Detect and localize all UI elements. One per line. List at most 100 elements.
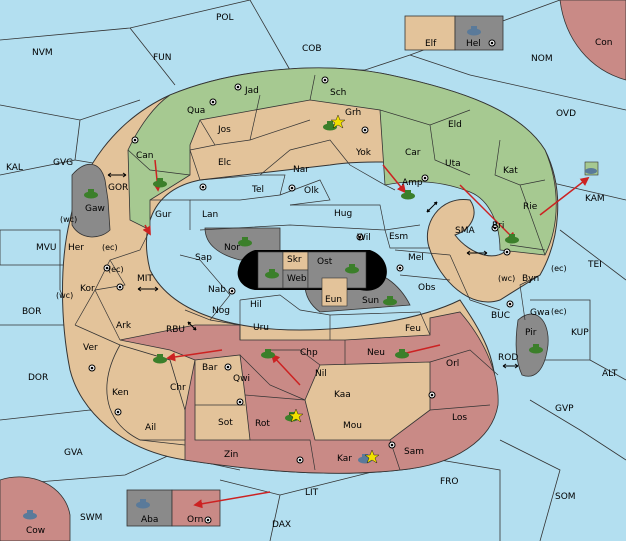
label-eun: Eun bbox=[325, 295, 342, 305]
label-kor: Kor bbox=[80, 284, 95, 294]
unit-nor bbox=[238, 237, 252, 247]
territory-cow[interactable] bbox=[0, 476, 71, 541]
label-ost: Ost bbox=[317, 257, 333, 267]
stars bbox=[288, 114, 380, 464]
label-obs: Obs bbox=[418, 283, 436, 293]
territory-aba[interactable] bbox=[126, 489, 173, 527]
label-los: Los bbox=[452, 413, 467, 423]
unit-web bbox=[265, 269, 279, 279]
label-qwi: Qwi bbox=[233, 374, 250, 384]
territory-sot-area[interactable] bbox=[194, 354, 251, 441]
label-gvg: GVG bbox=[53, 158, 73, 168]
label-nog: Nog bbox=[212, 306, 230, 316]
label-bri: Bri bbox=[492, 221, 504, 231]
label-hil: Hil bbox=[250, 300, 262, 310]
territory-elf[interactable] bbox=[404, 15, 456, 51]
label-feu: Feu bbox=[405, 324, 421, 334]
label-amp: Amp bbox=[402, 178, 423, 188]
unit-amp bbox=[401, 190, 415, 200]
label-uta: Uta bbox=[445, 159, 461, 169]
label-jos: Jos bbox=[217, 125, 231, 135]
label-tel: Tel bbox=[251, 185, 264, 195]
label-nil: Nil bbox=[315, 369, 327, 379]
coast-tag-7: (ec) bbox=[551, 307, 567, 316]
label-grh: Grh bbox=[345, 108, 361, 118]
label-rod: ROD bbox=[498, 353, 518, 363]
unit-bri bbox=[505, 234, 519, 244]
label-rie: Rie bbox=[523, 202, 538, 212]
label-kat: Kat bbox=[503, 166, 518, 176]
label-uru: Uru bbox=[253, 323, 269, 333]
label-nvm: NVM bbox=[32, 48, 53, 58]
territory-borders bbox=[74, 74, 546, 471]
label-gaw: Gaw bbox=[85, 204, 105, 214]
green-zone bbox=[127, 67, 557, 256]
label-gur: Gur bbox=[155, 210, 172, 220]
label-eld: Eld bbox=[448, 120, 462, 130]
unit-sun bbox=[383, 296, 397, 306]
unit-pir bbox=[529, 344, 543, 354]
label-hug: Hug bbox=[334, 209, 352, 219]
label-jad: Jad bbox=[244, 86, 259, 96]
label-ver: Ver bbox=[83, 343, 98, 353]
coast-tag-1: (wc) bbox=[60, 215, 77, 224]
unit-neu bbox=[395, 349, 409, 359]
label-nom: NOM bbox=[531, 54, 553, 64]
territory-ken-area[interactable] bbox=[106, 344, 186, 441]
label-chr: Chr bbox=[170, 383, 186, 393]
label-con: Con bbox=[595, 38, 613, 48]
label-olk: Olk bbox=[304, 186, 320, 196]
label-can: Can bbox=[136, 151, 154, 161]
order-arrows bbox=[142, 159, 590, 509]
unit-gur bbox=[153, 178, 167, 188]
coast-tag-5: (wc) bbox=[498, 274, 515, 283]
unit-grh bbox=[323, 121, 337, 131]
coast-tag-2: (ec) bbox=[102, 243, 118, 252]
label-orn: Orn bbox=[187, 515, 203, 525]
supply-centers bbox=[88, 39, 514, 524]
label-pol: POL bbox=[216, 13, 234, 23]
label-rbu: RBU bbox=[166, 325, 185, 335]
label-sma: SMA bbox=[455, 226, 475, 236]
label-tei: TEI bbox=[587, 260, 602, 270]
label-mou: Mou bbox=[343, 421, 362, 431]
label-hel: Hel bbox=[466, 39, 481, 49]
unit-hel bbox=[467, 26, 481, 36]
label-gor: GOR bbox=[108, 183, 128, 193]
unit-ost bbox=[345, 264, 359, 274]
unit-gaw bbox=[84, 189, 98, 199]
unit-chr bbox=[153, 354, 167, 364]
label-fro: FRO bbox=[440, 477, 459, 487]
label-cob: COB bbox=[302, 44, 322, 54]
label-mit: MIT bbox=[137, 274, 153, 284]
territory-gaw[interactable] bbox=[71, 163, 111, 238]
label-kaa: Kaa bbox=[334, 390, 351, 400]
label-her: Her bbox=[68, 243, 84, 253]
label-orl: Orl bbox=[446, 359, 459, 369]
label-gwa: Gwa bbox=[530, 308, 550, 318]
label-cow: Cow bbox=[26, 526, 45, 536]
label-ken: Ken bbox=[112, 388, 129, 398]
unit-aba bbox=[136, 499, 150, 509]
label-aba: Aba bbox=[141, 515, 158, 525]
label-nor: Nor bbox=[224, 243, 240, 253]
label-nab: Nab bbox=[208, 285, 226, 295]
label-ark: Ark bbox=[116, 321, 132, 331]
label-sot: Sot bbox=[218, 418, 233, 428]
label-sap: Sap bbox=[195, 253, 212, 263]
label-ail: Ail bbox=[145, 423, 156, 433]
territory-pir[interactable] bbox=[515, 313, 549, 377]
label-qua: Qua bbox=[187, 106, 205, 116]
label-yok: Yok bbox=[355, 148, 372, 158]
unit-cow bbox=[23, 510, 37, 520]
label-web: Web bbox=[287, 274, 307, 284]
label-pir: Pir bbox=[525, 328, 537, 338]
label-bar: Bar bbox=[202, 363, 218, 373]
label-alt: ALT bbox=[602, 369, 618, 379]
coast-tag-3: (ec) bbox=[108, 265, 124, 274]
coast-tag-6: (ec) bbox=[551, 264, 567, 273]
label-kam: KAM bbox=[585, 194, 605, 204]
territory-eun[interactable] bbox=[321, 277, 348, 307]
